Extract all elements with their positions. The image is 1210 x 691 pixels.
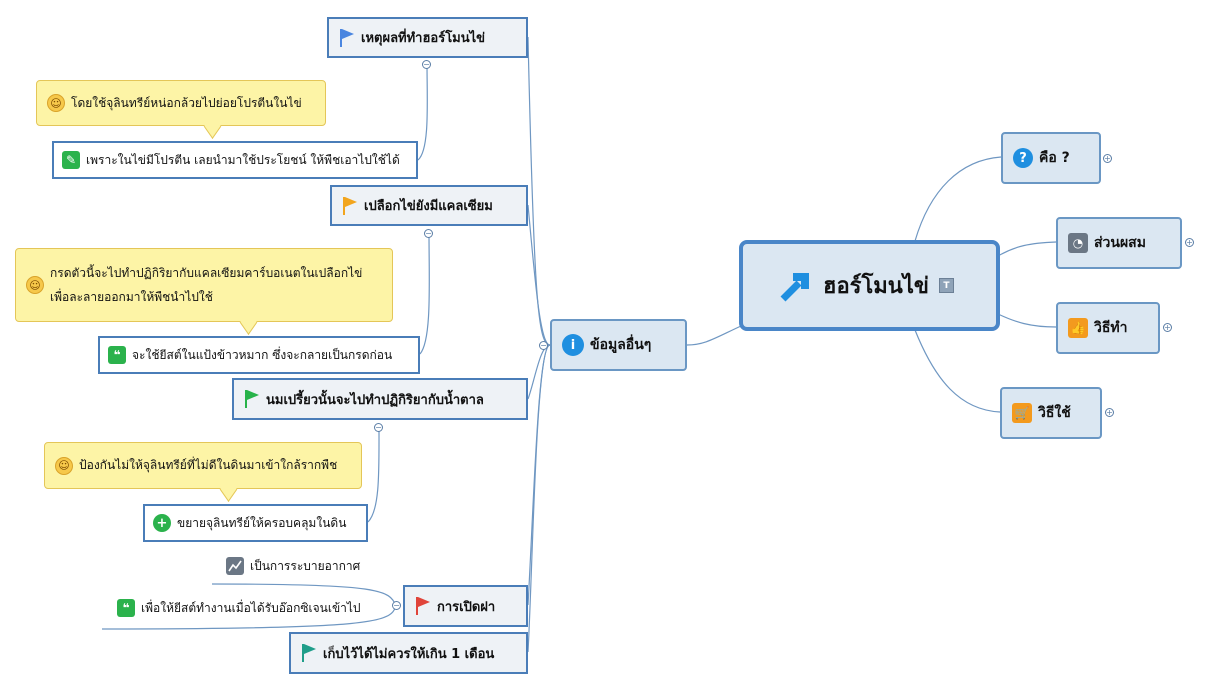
cart-icon: 🛒: [1012, 403, 1032, 423]
collapse-toggle-reason[interactable]: −: [422, 60, 431, 69]
thumbs-up-icon: 👍: [1068, 318, 1088, 338]
plus-icon: +: [153, 514, 171, 532]
item-expand-microbes[interactable]: + ขยายจุลินทรีย์ให้ครอบคลุมในดิน: [143, 504, 368, 542]
arrow-up-right-icon: [779, 269, 813, 303]
flag-icon: [342, 196, 358, 216]
branch-open-lid[interactable]: การเปิดฝา: [403, 585, 528, 627]
topic-how-to-use-label: วิธีใช้: [1038, 405, 1071, 421]
item-yeast-label: จะใช้ยีสต์ในแป้งข้าวหมาก ซึ่งจะกลายเป็นก…: [132, 347, 393, 362]
topic-how-to-use[interactable]: 🛒 วิธีใช้: [1000, 387, 1102, 439]
info-icon: i: [562, 334, 584, 356]
note-yogurt-text: ป้องกันไม่ให้จุลินทรีย์ที่ไม่ดีในดินมาเข…: [79, 458, 338, 472]
expand-toggle-what-is[interactable]: +: [1103, 154, 1112, 163]
expand-toggle-ingredients[interactable]: +: [1185, 238, 1194, 247]
collapse-toggle-other-info[interactable]: −: [539, 341, 548, 350]
item-protein[interactable]: ✎ เพราะในไข่มีโปรตีน เลยนำมาใช้ประโยชน์ …: [52, 141, 418, 179]
item-protein-label: เพราะในไข่มีโปรตีน เลยนำมาใช้ประโยชน์ ให…: [86, 152, 400, 167]
smile-icon: ☺: [47, 94, 65, 112]
pie-chart-icon: ◔: [1068, 233, 1088, 253]
note-eggshell-line1: กรดตัวนี้จะไปทำปฏิกิริยากับแคลเซียมคาร์บ…: [50, 266, 363, 280]
item-oxygen-label: เพื่อให้ยีสต์ทำงานเมื่อได้รับอ๊อกซิเจนเข…: [141, 600, 361, 615]
branch-eggshell-label: เปลือกไข่ยังมีแคลเซียม: [364, 199, 493, 214]
quote-icon: ❝: [117, 599, 135, 617]
item-ventilation[interactable]: เป็นการระบายอากาศ: [226, 555, 360, 577]
branch-eggshell[interactable]: เปลือกไข่ยังมีแคลเซียม: [330, 185, 528, 226]
item-oxygen[interactable]: ❝ เพื่อให้ยีสต์ทำงานเมื่อได้รับอ๊อกซิเจน…: [117, 597, 361, 619]
chart-icon: [226, 557, 244, 575]
pencil-icon: ✎: [62, 151, 80, 169]
topic-what-is[interactable]: ? คือ ?: [1001, 132, 1101, 184]
collapse-toggle-yogurt[interactable]: −: [374, 423, 383, 432]
central-topic-label: ฮอร์โมนไข่: [823, 274, 929, 299]
branch-open-lid-label: การเปิดฝา: [437, 599, 496, 615]
collapse-toggle-eggshell[interactable]: −: [424, 229, 433, 238]
expand-toggle-how-to-use[interactable]: +: [1105, 408, 1114, 417]
note-eggshell: ☺ กรดตัวนี้จะไปทำปฏิกิริยากับแคลเซียมคาร…: [15, 248, 393, 335]
question-icon: ?: [1013, 148, 1033, 168]
note-reason-text: โดยใช้จุลินทรีย์หน่อกล้วยไปย่อยโปรตีนในไ…: [71, 95, 302, 110]
item-expand-microbes-label: ขยายจุลินทรีย์ให้ครอบคลุมในดิน: [177, 515, 347, 530]
flag-icon: [244, 389, 260, 409]
topic-ingredients-label: ส่วนผสม: [1094, 235, 1146, 251]
item-yeast[interactable]: ❝ จะใช้ยีสต์ในแป้งข้าวหมาก ซึ่งจะกลายเป็…: [98, 336, 420, 374]
item-ventilation-label: เป็นการระบายอากาศ: [250, 558, 361, 573]
branch-yogurt[interactable]: นมเปรี้ยวนั้นจะไปทำปฏิกิริยากับน้ำตาล: [232, 378, 528, 420]
topic-ingredients[interactable]: ◔ ส่วนผสม: [1056, 217, 1182, 269]
topic-how-to-make-label: วิธีทำ: [1094, 320, 1128, 336]
note-reason: ☺ โดยใช้จุลินทรีย์หน่อกล้วยไปย่อยโปรตีนใ…: [36, 80, 326, 139]
collapse-toggle-open-lid[interactable]: −: [392, 601, 401, 610]
branch-storage[interactable]: เก็บไว้ได้ไม่ควรให้เกิน 1 เดือน: [289, 632, 528, 674]
smile-icon: ☺: [55, 456, 73, 475]
note-eggshell-line2: เพื่อละลายออกมาให้พืชนำไปใช้: [50, 290, 213, 304]
branch-reason-label: เหตุผลที่ทำฮอร์โมนไข่: [361, 31, 486, 46]
topic-how-to-make[interactable]: 👍 วิธีทำ: [1056, 302, 1160, 354]
note-yogurt: ☺ ป้องกันไม่ให้จุลินทรีย์ที่ไม่ดีในดินมา…: [44, 442, 362, 502]
flag-icon: [415, 596, 431, 616]
attachment-icon[interactable]: T: [938, 278, 954, 293]
expand-toggle-how-to-make[interactable]: +: [1163, 323, 1172, 332]
flag-icon: [339, 28, 355, 48]
smile-icon: ☺: [26, 276, 44, 294]
flag-icon: [301, 643, 317, 663]
central-topic[interactable]: ฮอร์โมนไข่ T: [739, 240, 1000, 331]
topic-what-is-label: คือ ?: [1039, 150, 1070, 166]
topic-other-info-label: ข้อมูลอื่นๆ: [590, 337, 652, 353]
branch-yogurt-label: นมเปรี้ยวนั้นจะไปทำปฏิกิริยากับน้ำตาล: [266, 392, 484, 408]
branch-storage-label: เก็บไว้ได้ไม่ควรให้เกิน 1 เดือน: [323, 646, 495, 662]
quote-icon: ❝: [108, 346, 126, 364]
branch-reason[interactable]: เหตุผลที่ทำฮอร์โมนไข่: [327, 17, 528, 58]
topic-other-info[interactable]: i ข้อมูลอื่นๆ: [550, 319, 687, 371]
